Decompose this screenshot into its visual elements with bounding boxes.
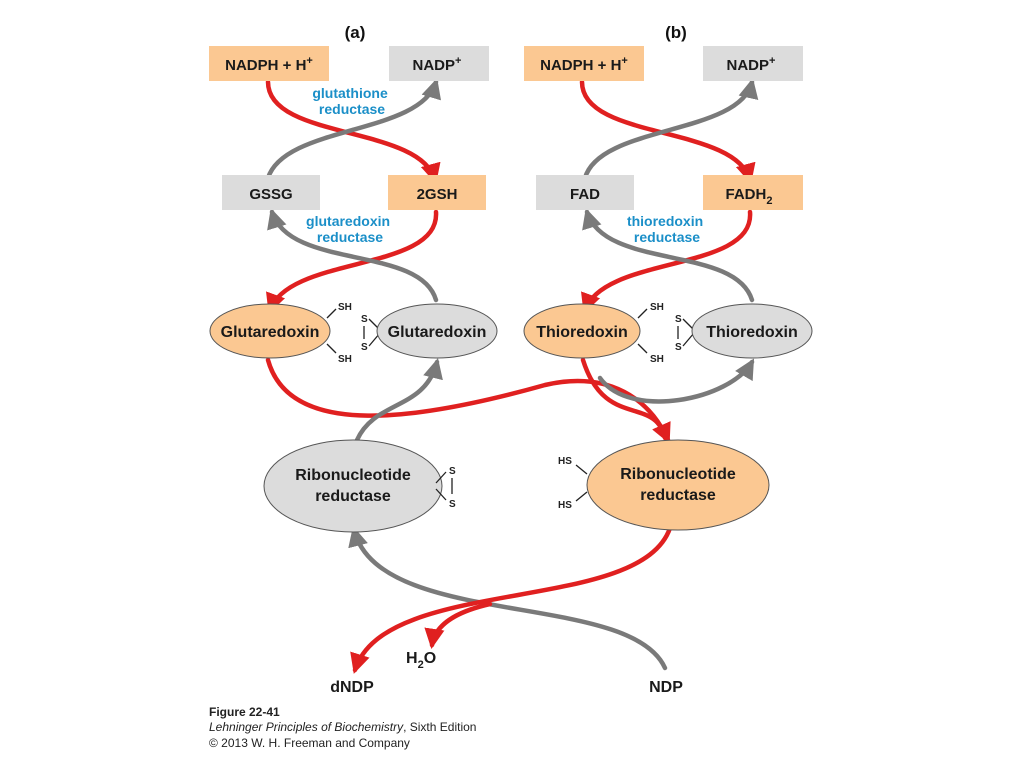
ellipse-glutaredoxin-reduced: Glutaredoxin	[209, 303, 331, 359]
arrow-rr-oxidized-to-thioredoxin	[597, 358, 755, 404]
box-b-nadph: NADPH + H+	[524, 46, 644, 81]
ellipse-rr-oxidized: Ribonucleotide reductase	[263, 439, 443, 533]
svg-text:Thioredoxin: Thioredoxin	[706, 324, 798, 341]
caption-copyright: © 2013 W. H. Freeman and Company	[209, 736, 410, 750]
box-a-nadph: NADPH + H+	[209, 46, 329, 81]
enzyme-glutaredoxin-reductase: glutaredoxin reductase	[306, 213, 394, 245]
svg-text:FADH2: FADH2	[726, 186, 773, 207]
panel-label-b: (b)	[665, 23, 687, 42]
arrow-b-thioredoxin-to-fad	[582, 208, 755, 303]
arrow-rr-oxidized-to-glutaredoxin	[354, 358, 443, 443]
disulfide-rr: S S	[435, 466, 456, 510]
sh-label-a-top: SH	[338, 302, 352, 313]
caption-book: Lehninger Principles of Biochemistry, Si…	[209, 720, 476, 734]
arrow-b-fadh2-to-thioredoxin	[581, 209, 753, 314]
ellipse-thioredoxin-reduced: Thioredoxin	[523, 303, 641, 359]
sh-label-a-bottom: SH	[338, 354, 352, 365]
svg-text:2GSH: 2GSH	[417, 186, 458, 203]
svg-text:reductase: reductase	[640, 487, 716, 504]
label-water: H2O	[406, 650, 436, 671]
svg-text:Ribonucleotide: Ribonucleotide	[295, 467, 411, 484]
svg-text:HS: HS	[558, 500, 572, 511]
label-dndp: dNDP	[330, 679, 374, 696]
svg-text:S: S	[675, 314, 682, 325]
svg-text:Thioredoxin: Thioredoxin	[536, 324, 628, 341]
box-2gsh: 2GSH	[388, 175, 486, 210]
ellipse-rr-reduced: Ribonucleotide reductase	[586, 439, 770, 531]
box-fad: FAD	[536, 175, 634, 210]
label-ndp: NDP	[649, 679, 683, 696]
svg-text:S: S	[449, 499, 456, 510]
enzyme-thioredoxin-reductase: thioredoxin reductase	[627, 213, 707, 245]
arrow-b-fad-to-nadp	[582, 78, 759, 181]
svg-text:S: S	[675, 342, 682, 353]
ellipse-thioredoxin-oxidized: Thioredoxin	[691, 303, 813, 359]
box-gssg: GSSG	[222, 175, 320, 210]
svg-text:Ribonucleotide: Ribonucleotide	[620, 466, 736, 483]
arrow-rr-reduced-to-dndp	[350, 525, 673, 674]
arrow-ndp-to-rr-oxidized	[348, 526, 668, 671]
sh-label-b-bottom: SH	[650, 354, 664, 365]
arrow-b-thioredoxin-to-rr-reduced	[580, 357, 668, 441]
svg-text:S: S	[449, 466, 456, 477]
ellipse-glutaredoxin-oxidized: Glutaredoxin	[376, 303, 498, 359]
box-a-nadp: NADP+	[389, 46, 489, 81]
enzyme-glutathione-reductase: glutathione reductase	[312, 85, 391, 117]
svg-text:GSSG: GSSG	[249, 186, 292, 203]
svg-text:Glutaredoxin: Glutaredoxin	[221, 324, 320, 341]
svg-text:S: S	[361, 314, 368, 325]
panel-label-a: (a)	[345, 23, 366, 42]
svg-text:FAD: FAD	[570, 186, 600, 203]
sh-groups-rr: HS HS	[558, 456, 588, 511]
disulfide-b: S S	[675, 314, 695, 353]
sh-label-b-top: SH	[650, 302, 664, 313]
caption-book-edition: , Sixth Edition	[403, 720, 477, 734]
svg-text:NADP+: NADP+	[727, 55, 776, 74]
box-b-nadp: NADP+	[703, 46, 803, 81]
svg-text:NADP+: NADP+	[413, 55, 462, 74]
box-fadh2: FADH2	[703, 175, 803, 210]
svg-text:HS: HS	[558, 456, 572, 467]
caption-figure-number: Figure 22-41	[209, 705, 280, 719]
arrow-a-glutaredoxin-to-gssg	[267, 208, 439, 303]
svg-text:NADPH + H+: NADPH + H+	[540, 55, 628, 74]
caption-book-title: Lehninger Principles of Biochemistry	[209, 720, 404, 734]
svg-text:NADPH + H+: NADPH + H+	[225, 55, 313, 74]
sh-groups-b	[637, 308, 648, 354]
svg-text:Glutaredoxin: Glutaredoxin	[388, 324, 487, 341]
arrow-a-2gsh-to-glutaredoxin	[266, 209, 439, 314]
arrow-a-gssg-to-nadp	[265, 78, 441, 181]
sh-groups-a	[326, 308, 337, 354]
arrow-to-water	[424, 601, 493, 650]
svg-text:S: S	[361, 342, 368, 353]
svg-text:reductase: reductase	[315, 488, 391, 505]
